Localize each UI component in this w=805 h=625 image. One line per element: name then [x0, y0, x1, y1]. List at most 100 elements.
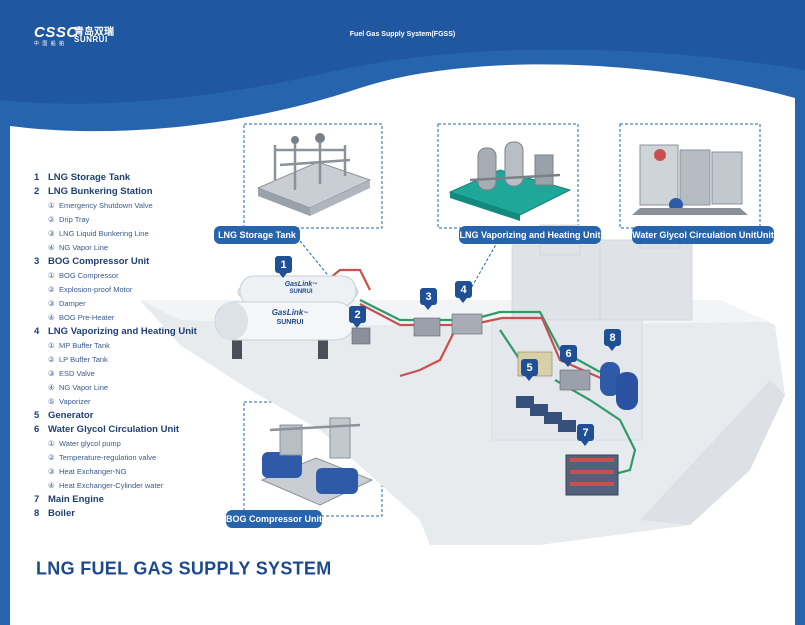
legend-item: 4 LNG Vaporizing and Heating Unit: [34, 324, 234, 338]
legend-item-number: 8: [34, 507, 40, 519]
legend-item: 3 BOG Compressor Unit: [34, 254, 234, 268]
legend-subitem-number: ④: [48, 480, 55, 490]
callout-glycol-unit: Water Glycol Circulation UnitUnit: [632, 226, 774, 244]
logo-sunrui: SUNRUI: [74, 35, 108, 44]
legend-item-number: 3: [34, 255, 40, 267]
legend-item-label: LNG Bunkering Station: [48, 185, 153, 197]
legend-subitem-number: ③: [48, 466, 55, 476]
legend-item-label: Water Glycol Circulation Unit: [48, 423, 180, 435]
pin-6: 6: [560, 345, 577, 367]
legend-subitem-number: ①: [48, 270, 55, 280]
pin-3: 3: [420, 288, 437, 310]
legend-item-number: 2: [34, 185, 40, 197]
legend-subitem: ① Water glycol pump: [34, 436, 234, 450]
legend-subitem-number: ②: [48, 452, 55, 462]
legend-subitem-number: ①: [48, 200, 55, 210]
pin-2: 2: [349, 306, 366, 328]
legend-subitem-label: NG Vapor Line: [59, 242, 109, 252]
callout-vaporizing-unit: LNG Vaporizing and Heating Unit: [459, 226, 601, 244]
legend-subitem-number: ③: [48, 298, 55, 308]
legend-item-label: LNG Vaporizing and Heating Unit: [48, 325, 197, 337]
legend-item: 2 LNG Bunkering Station: [34, 184, 234, 198]
legend-subitem-number: ③: [48, 228, 55, 238]
vaporizing-unit-illustration: [448, 141, 572, 221]
legend-item-number: 6: [34, 423, 40, 435]
legend-subitem: ① MP Buffer Tank: [34, 338, 234, 352]
legend-subitem: ⑤ Vaporizer: [34, 394, 234, 408]
legend-subitem-label: Drip Tray: [59, 214, 90, 224]
pin-8: 8: [604, 329, 621, 351]
logo-chinese: 青岛双瑞: [74, 27, 114, 38]
legend-subitem-number: ②: [48, 354, 55, 364]
legend-item: 5 Generator: [34, 408, 234, 422]
legend-subitem-number: ④: [48, 382, 55, 392]
main-engine: [565, 454, 619, 496]
legend-item-number: 4: [34, 325, 40, 337]
legend-subitem: ③ Heat Exchanger-NG: [34, 464, 234, 478]
legend-subitem-number: ②: [48, 214, 55, 224]
callout-storage-tank: LNG Storage Tank: [214, 226, 300, 244]
legend-item-label: BOG Compressor Unit: [48, 255, 150, 267]
rear-tank-brand: GasLink™ SUNRUI: [284, 281, 318, 295]
legend-subitem-label: BOG Pre-Heater: [59, 312, 115, 322]
legend-item: 6 Water Glycol Circulation Unit: [34, 422, 234, 436]
legend-subitem-label: Vaporizer: [59, 396, 91, 406]
legend-subitem: ④ BOG Pre-Heater: [34, 310, 234, 324]
legend-subitem-label: Explosion-proof Motor: [59, 284, 133, 294]
vaporizing-unit-inset: [437, 123, 579, 229]
legend-subitem-label: Water glycol pump: [59, 438, 121, 448]
legend-subitem-label: ESD Valve: [59, 368, 95, 378]
main-title: LNG FUEL GAS SUPPLY SYSTEM: [36, 557, 332, 579]
legend-subitem: ③ LNG Liquid Bunkering Line: [34, 226, 234, 240]
legend-item: 8 Boiler: [34, 506, 234, 520]
front-tank-brand: GasLink™ SUNRUI: [271, 308, 309, 326]
logo-cssc: CSSC: [34, 24, 78, 41]
legend-subitem-label: Temperature-regulation valve: [59, 452, 157, 462]
legend-subitem: ③ ESD Valve: [34, 366, 234, 380]
bog-compressor-illustration: [260, 417, 374, 506]
callout-bog-compressor: BOG Compressor Unit: [226, 510, 322, 528]
legend-item: 1 LNG Storage Tank: [34, 170, 234, 184]
legend-subitem-number: ⑤: [48, 396, 55, 406]
glycol-unit-illustration: [632, 144, 748, 215]
legend-subitem-number: ③: [48, 368, 55, 378]
pin-7: 7: [577, 424, 594, 446]
legend-subitem: ② Drip Tray: [34, 212, 234, 226]
legend-subitem: ③ Damper: [34, 296, 234, 310]
legend-item-label: Generator: [48, 409, 94, 421]
legend-item-label: Main Engine: [48, 493, 104, 505]
legend-subitem-label: LNG Liquid Bunkering Line: [59, 228, 149, 238]
generators: [516, 396, 576, 432]
legend-item-label: LNG Storage Tank: [48, 171, 131, 183]
pin-5: 5: [521, 359, 538, 381]
legend-item-number: 5: [34, 409, 40, 421]
pin-4: 4: [455, 281, 472, 303]
header-title: Fuel Gas Supply System(FGSS): [349, 31, 456, 38]
legend-subitem-label: MP Buffer Tank: [59, 340, 110, 350]
legend-subitem: ② Explosion-proof Motor: [34, 282, 234, 296]
legend-item-number: 1: [34, 171, 40, 183]
legend-subitem-label: Heat Exchanger-NG: [59, 466, 127, 476]
lng-storage-tanks: [214, 275, 359, 359]
logo-subtext: 中 国 船 舶: [34, 41, 66, 47]
ship-bow: [640, 380, 785, 525]
legend-subitem-number: ④: [48, 312, 55, 322]
legend-subitem-number: ②: [48, 284, 55, 294]
header-band: [0, 0, 805, 104]
storage-tank-inset: [243, 123, 383, 229]
legend-subitem: ② Temperature-regulation valve: [34, 450, 234, 464]
legend-item-label: Boiler: [48, 507, 75, 519]
glycol-unit-inset: [619, 123, 761, 229]
legend-subitem-label: Damper: [59, 298, 86, 308]
storage-tank-skid-illustration: [256, 133, 372, 216]
legend-subitem-number: ①: [48, 340, 55, 350]
legend-subitem-number: ①: [48, 438, 55, 448]
